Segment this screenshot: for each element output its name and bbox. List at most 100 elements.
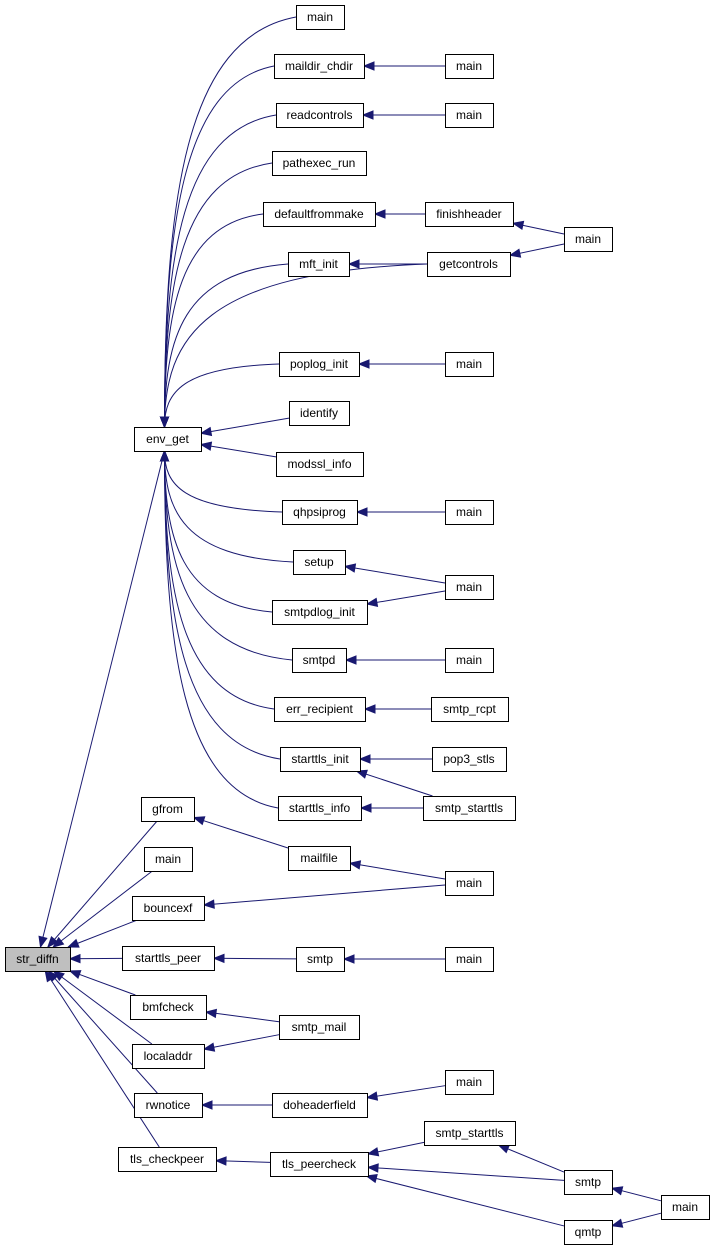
- node-main-i[interactable]: main: [445, 871, 494, 896]
- node-main-j[interactable]: main: [144, 847, 193, 872]
- edge-main_d-to-getcontrols: [508, 243, 565, 258]
- node-main-a[interactable]: main: [296, 5, 345, 30]
- node-main-l[interactable]: main: [445, 1070, 494, 1095]
- node-main-h[interactable]: main: [445, 648, 494, 673]
- node-finishheader[interactable]: finishheader: [425, 202, 514, 227]
- node-box: [272, 151, 367, 176]
- edge-line: [366, 1085, 446, 1099]
- node-main-e[interactable]: main: [445, 352, 494, 377]
- node-main-g[interactable]: main: [445, 575, 494, 600]
- node-doheaderfield[interactable]: doheaderfield: [272, 1093, 368, 1118]
- node-localaddr[interactable]: localaddr: [132, 1044, 205, 1069]
- node-starttls-init[interactable]: starttls_init: [280, 747, 361, 772]
- node-box: [445, 54, 494, 79]
- node-smtp-b[interactable]: smtp: [564, 1170, 613, 1195]
- node-pop3-stls[interactable]: pop3_stls: [432, 747, 507, 772]
- node-box: [274, 54, 365, 79]
- node-str-diffn[interactable]: str_diffn: [5, 947, 71, 972]
- node-label: smtp: [307, 952, 333, 966]
- node-defaultfrommake[interactable]: defaultfrommake: [263, 202, 376, 227]
- edge-qmtp-to-tls_peercheck: [365, 1173, 565, 1227]
- node-err-recipient[interactable]: err_recipient: [274, 697, 366, 722]
- arrowhead: [355, 769, 368, 779]
- node-label: maildir_chdir: [285, 59, 353, 73]
- node-pathexec-run[interactable]: pathexec_run: [272, 151, 367, 176]
- node-bouncexf[interactable]: bouncexf: [132, 896, 205, 921]
- node-main-f[interactable]: main: [445, 500, 494, 525]
- node-rwnotice[interactable]: rwnotice: [134, 1093, 203, 1118]
- node-main-d[interactable]: main: [564, 227, 613, 252]
- node-smtpd[interactable]: smtpd: [292, 648, 347, 673]
- node-tls-checkpeer[interactable]: tls_checkpeer: [118, 1147, 217, 1172]
- node-box: [564, 227, 613, 252]
- node-smtp-starttls-a[interactable]: smtp_starttls: [423, 796, 516, 821]
- node-env-get[interactable]: env_get: [134, 427, 202, 452]
- edge-main_k-to-smtp_a: [342, 954, 445, 964]
- edge-line: [366, 590, 446, 605]
- arrowhead: [358, 754, 371, 764]
- arrowhead: [508, 248, 522, 258]
- arrowhead: [362, 61, 375, 71]
- node-getcontrols[interactable]: getcontrols: [427, 252, 511, 277]
- node-maildir-chdir[interactable]: maildir_chdir: [274, 54, 365, 79]
- edge-starttls_init-to-env_get: [159, 449, 281, 760]
- node-modssl-info[interactable]: modssl_info: [276, 452, 364, 477]
- node-mft-init[interactable]: mft_init: [288, 252, 350, 277]
- node-qhpsiprog[interactable]: qhpsiprog: [282, 500, 358, 525]
- node-identify[interactable]: identify: [289, 401, 350, 426]
- node-tls-peercheck[interactable]: tls_peercheck: [270, 1152, 369, 1177]
- node-label: main: [456, 357, 482, 371]
- edge-main_i-to-bouncexf: [202, 884, 446, 909]
- node-mailfile[interactable]: mailfile: [288, 846, 351, 871]
- node-main-c[interactable]: main: [445, 103, 494, 128]
- node-readcontrols[interactable]: readcontrols: [276, 103, 364, 128]
- edge-bouncexf-to-str_diffn: [66, 919, 138, 948]
- edge-starttls_peer-to-str_diffn: [68, 953, 123, 964]
- node-smtp-a[interactable]: smtp: [296, 947, 345, 972]
- node-main-k[interactable]: main: [445, 947, 494, 972]
- node-label: getcontrols: [439, 257, 498, 271]
- node-starttls-info[interactable]: starttls_info: [278, 796, 362, 821]
- edge-main_b-to-maildir_chdir: [362, 61, 445, 71]
- node-gfrom[interactable]: gfrom: [141, 797, 195, 822]
- node-label: identify: [300, 406, 338, 420]
- edge-modssl_info-to-env_get: [199, 441, 277, 458]
- node-main-m[interactable]: main: [661, 1195, 710, 1220]
- node-label: tls_peercheck: [282, 1157, 357, 1171]
- edge-line: [164, 450, 293, 661]
- edge-gfrom-to-str_diffn: [47, 820, 158, 949]
- edge-line: [200, 417, 290, 434]
- node-smtp-rcpt[interactable]: smtp_rcpt: [431, 697, 509, 722]
- node-starttls-peer[interactable]: starttls_peer: [122, 946, 215, 971]
- edge-line: [164, 450, 279, 809]
- node-label: smtpdlog_init: [284, 605, 355, 619]
- node-box: [445, 947, 494, 972]
- edge-rwnotice-to-str_diffn: [47, 969, 158, 1094]
- node-box: [130, 995, 207, 1020]
- node-poplog-init[interactable]: poplog_init: [279, 352, 360, 377]
- edge-getcontrols-to-mft_init: [347, 259, 427, 269]
- arrowhead: [44, 969, 55, 983]
- node-smtp-starttls-b[interactable]: smtp_starttls: [424, 1121, 516, 1146]
- node-box: [564, 1170, 613, 1195]
- edge-qhpsiprog-to-env_get: [159, 449, 283, 513]
- arrowhead: [366, 1163, 379, 1173]
- edge-main_i-to-mailfile: [348, 860, 446, 880]
- edge-line: [498, 1144, 565, 1173]
- node-label: main: [456, 59, 482, 73]
- arrowhead: [343, 563, 357, 573]
- node-smtpdlog-init[interactable]: smtpdlog_init: [272, 600, 368, 625]
- node-qmtp[interactable]: qmtp: [564, 1220, 613, 1245]
- edge-main_c-to-readcontrols: [361, 110, 445, 120]
- edge-line: [164, 213, 264, 428]
- node-setup[interactable]: setup: [293, 550, 346, 575]
- node-bmfcheck[interactable]: bmfcheck: [130, 995, 207, 1020]
- node-label: main: [456, 505, 482, 519]
- edge-main_f-to-qhpsiprog: [355, 507, 445, 517]
- node-main-b[interactable]: main: [445, 54, 494, 79]
- node-smtp-mail[interactable]: smtp_mail: [279, 1015, 360, 1040]
- node-label: mailfile: [300, 851, 338, 865]
- edge-tls_peercheck-to-tls_checkpeer: [214, 1156, 271, 1166]
- arrowhead: [192, 816, 206, 826]
- arrowhead: [212, 953, 225, 964]
